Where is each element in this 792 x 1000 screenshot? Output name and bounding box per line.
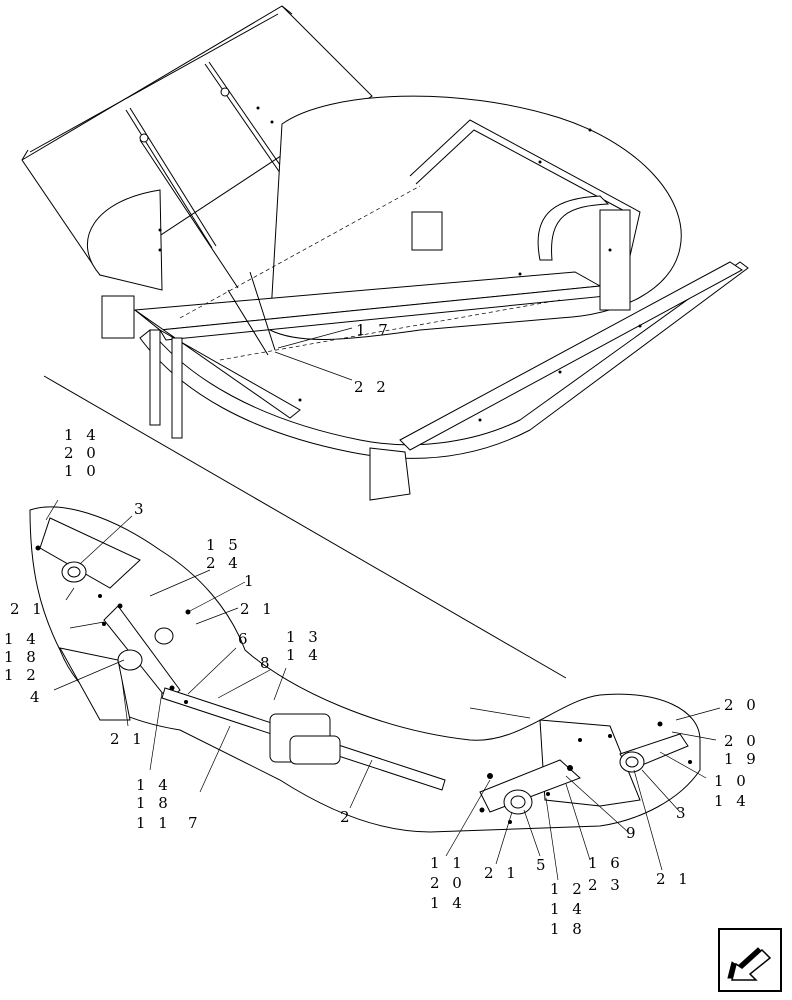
- callout-label: 1 8: [4, 648, 40, 666]
- callout-label: 1 5: [206, 536, 242, 554]
- pulley-right-upper: [619, 751, 645, 773]
- callout-label: 1 4: [714, 792, 750, 810]
- callout-label: 1 0: [64, 462, 100, 480]
- callout-label: 1 4: [550, 900, 586, 918]
- callout-label: 1 3: [286, 628, 322, 646]
- callout-label: 1 7: [356, 321, 392, 339]
- callout-label: 1 2: [550, 880, 586, 898]
- callout-label: 2 0: [430, 874, 466, 892]
- callout-label: 2 1: [656, 870, 692, 888]
- callout-label: 1 8: [550, 920, 586, 938]
- callout-label: 2 3: [588, 876, 624, 894]
- callout-label: 1 1: [136, 814, 172, 832]
- pulley-center-left: [117, 627, 174, 671]
- upper-frame-assembly: [21, 5, 749, 501]
- callout-label: 1 2: [4, 666, 40, 684]
- callout-label: 1 4: [286, 646, 322, 664]
- pulley-right-lower: [503, 789, 533, 815]
- callout-label: 1 6: [588, 854, 624, 872]
- callout-label: 1 4: [136, 776, 172, 794]
- callout-label: 8: [260, 654, 274, 672]
- callout-label: 2 1: [10, 600, 46, 618]
- callout-label: 1 1: [430, 854, 466, 872]
- callout-label: 1 4: [64, 426, 100, 444]
- callout-labels: 1 7 2 2 1 4 2 0 1 0 3 1 5 2 4 1 2 1 2 1 …: [4, 321, 760, 938]
- callout-label: 2 0: [64, 444, 100, 462]
- callout-label: 3: [134, 500, 148, 518]
- next-page-arrow-icon[interactable]: [718, 928, 782, 992]
- callout-label: 1 9: [724, 750, 760, 768]
- lower-drive-assembly: [29, 499, 721, 881]
- callout-label: 2 1: [110, 730, 146, 748]
- callout-label: 1 4: [430, 894, 466, 912]
- callout-label: 5: [536, 856, 550, 874]
- section-divider: [43, 375, 567, 679]
- callout-label: 1 8: [136, 794, 172, 812]
- callout-label: 2 1: [484, 864, 520, 882]
- callout-label: 2 1: [240, 600, 276, 618]
- callout-label: 2 4: [206, 554, 242, 572]
- callout-label: 1 0: [714, 772, 750, 790]
- callout-label: 4: [30, 688, 44, 706]
- callout-label: 6: [238, 630, 252, 648]
- callout-label: 2 2: [354, 378, 390, 396]
- callout-label: 2 0: [724, 696, 760, 714]
- callout-label: 3: [676, 804, 690, 822]
- callout-label: 9: [626, 824, 640, 842]
- callout-label: 2 0: [724, 732, 760, 750]
- callout-label: 1 4: [4, 630, 40, 648]
- pulley-left: [61, 561, 87, 583]
- callout-label: 7: [188, 814, 202, 832]
- callout-label: 1: [244, 572, 258, 590]
- callout-label: 2: [340, 808, 354, 826]
